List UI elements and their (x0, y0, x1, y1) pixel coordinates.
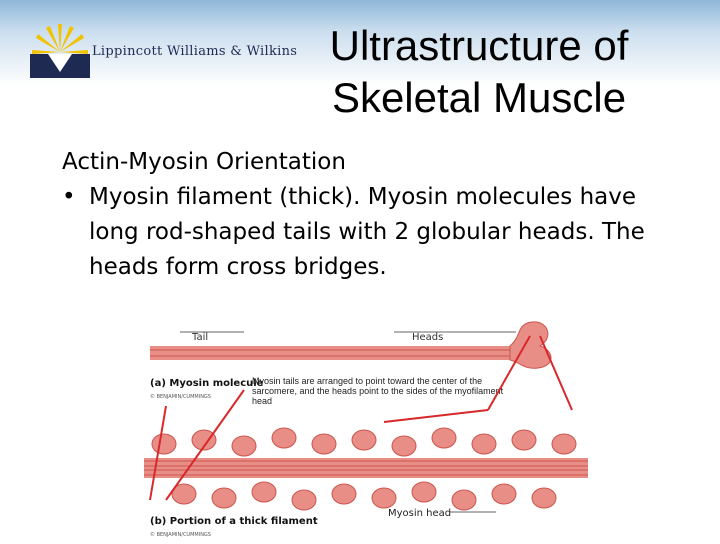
title-line-2: Skeletal Muscle (331, 74, 627, 121)
tail-label: Tail (191, 332, 208, 343)
bullet-text: Myosin filament (thick). Myosin molecule… (89, 184, 645, 280)
publisher-logo (30, 22, 290, 80)
title-line-1: Ultrastructure of (329, 22, 629, 69)
pointer-arrows (149, 335, 573, 501)
bullet-icon: • (62, 184, 76, 210)
bullet-item: • Myosin filament (thick). Myosin molecu… (62, 180, 682, 285)
slide-body: Actin-Myosin Orientation • Myosin filame… (62, 145, 682, 285)
copyright-bottom: © BENJAMIN/CUMMINGS (150, 531, 211, 538)
myosin-molecule (150, 321, 552, 369)
copyright-top: © BENJAMIN/CUMMINGS (150, 393, 211, 400)
sunburst-logo-icon (30, 24, 90, 78)
arrangement-note: Myosin tails are arranged to point towar… (252, 376, 504, 406)
panel-b-label: (b) Portion of a thick filament (150, 516, 318, 527)
myosin-diagram: Tail Heads (a) Myosin molecule © BENJAMI… (144, 310, 588, 540)
subheading: Actin-Myosin Orientation (62, 149, 346, 175)
heads-label: Heads (412, 332, 443, 343)
myosin-figure: Tail Heads (a) Myosin molecule © BENJAMI… (144, 310, 588, 540)
panel-a-label: (a) Myosin molecule (150, 378, 264, 389)
myosin-head-label: Myosin head (388, 508, 451, 519)
publisher-name: Lippincott Williams & Wilkins (92, 44, 298, 59)
header-band (0, 0, 720, 86)
slide-title: Ultrastructure of Skeletal Muscle (296, 20, 662, 124)
thick-filament (144, 427, 588, 511)
